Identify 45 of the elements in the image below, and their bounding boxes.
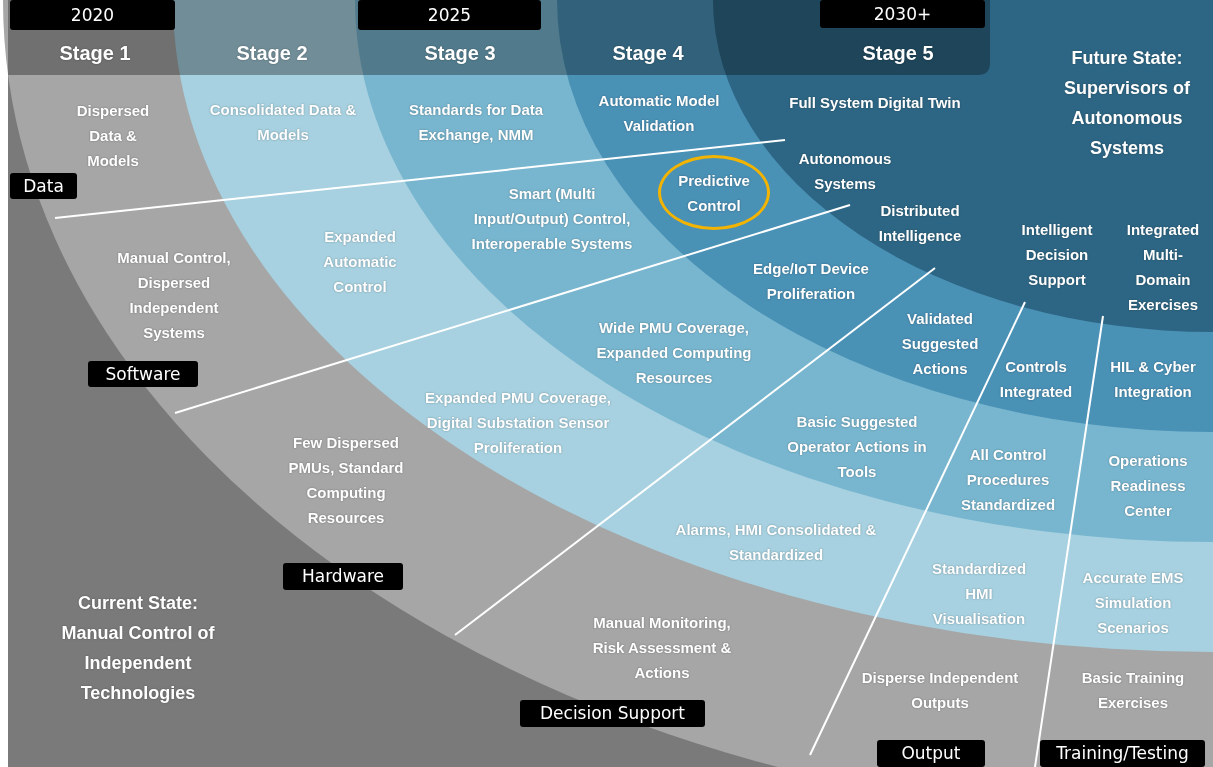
band-label: Consolidated Data & Models — [208, 100, 358, 145]
band-label: Automatic Model Validation — [597, 91, 721, 136]
band-label: Intelligent Decision Support — [1020, 219, 1094, 290]
stage-heading: Stage 2 — [235, 41, 309, 65]
band-label: Operations Readiness Center — [1107, 450, 1189, 521]
category-tab: Hardware — [283, 563, 403, 590]
state-heading: Current State: Manual Control of Independent Technologies — [60, 592, 216, 705]
band-label: Controls Integrated — [998, 357, 1074, 402]
band-label: Expanded Automatic Control — [322, 226, 398, 297]
band-label: Dispersed Data & Models — [75, 100, 151, 171]
year-tab: 2020 — [10, 0, 175, 30]
band-label: Manual Control, Dispersed Independent Systems — [116, 248, 232, 343]
band-label: Integrated Multi-Domain Exercises — [1125, 220, 1201, 315]
state-heading: Future State: Supervisors of Autonomous Systems — [1062, 47, 1191, 160]
band-label: Expanded PMU Coverage, Digital Substation Sensor Proliferation — [424, 387, 612, 458]
band-label: Distributed Intelligence — [877, 201, 963, 246]
band-label: Standardized HMI Visualisation — [930, 558, 1028, 629]
band-label: Manual Monitoring, Risk Assessment & Actions — [591, 612, 733, 683]
stage-heading: Stage 1 — [58, 41, 132, 65]
band-label: Basic Training Exercises — [1080, 668, 1186, 713]
band-label: Autonomous Systems — [797, 149, 893, 194]
circled-label: Predictive Control — [658, 155, 770, 230]
band-label: HIL & Cyber Integration — [1109, 357, 1197, 402]
band-label: All Control Procedures Standardized — [959, 444, 1057, 515]
band-label: Edge/IoT Device Proliferation — [752, 259, 870, 304]
band-label: Accurate EMS Simulation Scenarios — [1081, 567, 1185, 638]
year-tab: 2030+ — [820, 0, 985, 28]
year-tab: 2025 — [358, 0, 541, 30]
stage-heading: Stage 5 — [861, 41, 935, 65]
band-label: Validated Suggested Actions — [900, 308, 980, 379]
band-label: Standards for Data Exchange, NMM — [407, 100, 545, 145]
stage-heading: Stage 3 — [423, 41, 497, 65]
band-label: Alarms, HMI Consolidated & Standardized — [674, 520, 878, 565]
category-tab: Training/Testing — [1040, 740, 1205, 767]
band-label: Wide PMU Coverage, Expanded Computing Resources — [595, 317, 753, 388]
band-label: Few Dispersed PMUs, Standard Computing Resources — [287, 433, 405, 528]
band-label: Full System Digital Twin — [788, 92, 962, 113]
stage-heading: Stage 4 — [611, 41, 685, 65]
band-label: Smart (Multi Input/Output) Control, Interoperable Systems — [470, 183, 634, 254]
category-tab: Data — [10, 173, 77, 199]
category-tab: Software — [88, 361, 198, 387]
category-tab: Output — [877, 740, 985, 767]
band-label: Disperse Independent Outputs — [860, 668, 1020, 713]
band-label: Basic Suggested Operator Actions in Tools — [786, 411, 928, 482]
category-tab: Decision Support — [520, 700, 705, 727]
